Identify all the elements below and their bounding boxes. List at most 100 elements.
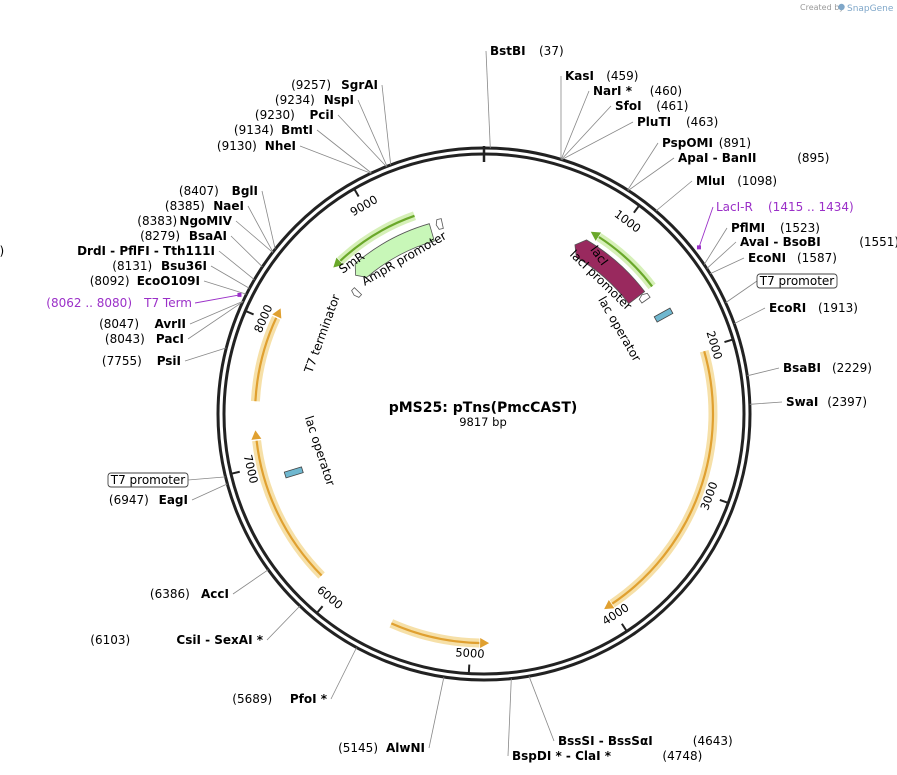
site-name: DrdI - PflFI - Tth111I: [77, 244, 215, 258]
tick-mark: [353, 188, 360, 198]
site-connector: [232, 569, 269, 595]
site-connector: [266, 605, 301, 641]
site-acci[interactable]: AccI(6386): [150, 569, 269, 601]
site-ngomiv[interactable]: NgoMIV(8383): [137, 214, 273, 253]
site-name: EcoNI: [748, 251, 786, 265]
site-kasi[interactable]: KasI(459): [560, 69, 638, 160]
site-bsu36i[interactable]: Bsu36I(8131): [112, 259, 250, 289]
snapgene-logo-icon: [838, 3, 845, 11]
site-name: EcoO109I: [137, 274, 200, 288]
boxed-feature-t7-promoter-right[interactable]: T7 promoter: [725, 273, 838, 304]
tick-label: 6000: [314, 583, 345, 613]
site-bgli[interactable]: BglI(8407): [179, 184, 276, 250]
site-connector: [627, 157, 675, 191]
site-eagi[interactable]: EagI(6947): [109, 483, 228, 507]
site-position: (8383): [137, 214, 177, 228]
tick-label: 1000: [612, 207, 644, 236]
site-position: (5689): [232, 692, 272, 706]
site-bspdi[interactable]: BspDI * - ClaI *(4748): [507, 678, 702, 763]
site-nari[interactable]: NarI *(460): [560, 84, 682, 160]
site-swai[interactable]: SwaI(2397): [749, 395, 867, 409]
primer-name: LacI-R: [716, 200, 753, 214]
feature-label-lac-operator-2: lac operator: [302, 414, 338, 488]
site-position: (7755): [102, 354, 142, 368]
site-position: (2229): [832, 361, 872, 375]
site-connector: [218, 250, 255, 281]
site-bsaai[interactable]: BsaAI(8279): [140, 229, 263, 268]
site-position: (461): [656, 99, 688, 113]
feature-smr: [354, 223, 435, 278]
site-ecoo109i[interactable]: EcoO109I (8092): [90, 274, 247, 295]
site-nspi[interactable]: NspI(9234): [275, 93, 388, 167]
site-econi[interactable]: EcoNI(1587): [709, 251, 837, 275]
box-frame: [756, 273, 838, 289]
site-sfoi[interactable]: SfoI(461): [561, 99, 688, 160]
tick-mark: [621, 623, 628, 632]
site-avrii[interactable]: AvrII(8047): [99, 300, 244, 331]
site-name: NaeI: [213, 199, 244, 213]
site-alwni[interactable]: AlwNI(5145): [338, 676, 445, 755]
tick-mark: [633, 204, 641, 214]
site-connector: [337, 114, 387, 167]
site-name: AlwNI: [386, 741, 425, 755]
site-position: (1098): [737, 174, 777, 188]
orf-arrow-smr: [333, 257, 344, 268]
site-psii[interactable]: PsiI(7755): [102, 347, 227, 368]
site-pspomi[interactable]: PspOMI(891): [627, 136, 751, 191]
tick-label: 5000: [455, 645, 485, 661]
site-connector: [191, 483, 228, 501]
site-position: (1551): [859, 235, 897, 249]
site-position: (1523): [780, 221, 820, 235]
site-connector: [709, 257, 745, 275]
site-name: NheI: [265, 139, 296, 153]
box-connector: [187, 476, 226, 481]
site-avai[interactable]: AvaI - BsoBI(1551): [706, 235, 897, 269]
site-position: (9230): [255, 108, 295, 122]
site-connector: [316, 129, 372, 174]
primer-mark: [237, 292, 242, 297]
site-name: NgoMIV: [179, 214, 232, 228]
boxed-feature-t7-promoter-left[interactable]: T7 promoter: [107, 472, 226, 488]
site-pluti[interactable]: PluTI(463): [561, 115, 719, 160]
site-ecori[interactable]: EcoRI(1913): [734, 301, 858, 325]
site-pfoi[interactable]: PfoI *(5689): [232, 647, 357, 707]
site-nhei[interactable]: NheI (9130): [217, 139, 371, 174]
site-name: BsaAI: [189, 229, 227, 243]
site-connector: [528, 676, 555, 742]
box-label: T7 promoter: [759, 274, 835, 288]
site-paci[interactable]: PacI(8043): [105, 301, 244, 346]
site-bstbi[interactable]: BstBI(37): [485, 44, 564, 149]
primer-range: (8062 .. 8080): [46, 296, 132, 310]
site-position: (9130): [217, 139, 257, 153]
orf-arrow-bottom: [480, 637, 490, 648]
site-connector: [189, 300, 244, 325]
feature-layer: [283, 218, 674, 479]
site-name: BmtI: [281, 123, 313, 137]
site-position: (8407): [179, 184, 219, 198]
site-position: (8092): [90, 274, 130, 288]
feature-label-t7-terminator: T7 terminator: [301, 292, 343, 375]
site-apai[interactable]: ApaI - BanII(895): [627, 151, 829, 191]
site-drdi[interactable]: DrdI - PflFI - Tth111I(8190): [0, 244, 255, 281]
site-name: AvrII: [154, 317, 186, 331]
site-pflmi[interactable]: PflMI(1523): [703, 221, 820, 265]
site-mlui[interactable]: MluI(1098): [655, 174, 777, 212]
primer-t7-term[interactable]: T7 Term(8062 .. 8080): [46, 292, 242, 310]
site-bsssi[interactable]: BssSI - BssSαI(4643): [528, 676, 733, 748]
site-sgrai[interactable]: SgrAI(9257): [291, 78, 392, 165]
site-position: (6386): [150, 587, 190, 601]
site-bsabi[interactable]: BsaBI(2229): [747, 361, 872, 377]
site-bmti[interactable]: BmtI(9134): [234, 123, 372, 174]
feature-lac-operator-2: [283, 466, 304, 479]
site-pcii[interactable]: PciI(9230): [255, 108, 387, 167]
primer-laci-r[interactable]: LacI-R(1415 .. 1434): [696, 200, 854, 250]
tick-mark: [316, 605, 324, 614]
site-naei[interactable]: NaeI(8385): [165, 199, 274, 253]
site-csii[interactable]: CsiI - SexAI *(6103): [90, 605, 301, 647]
orf-arrow-laci: [590, 231, 602, 241]
site-position: (459): [606, 69, 638, 83]
site-connector: [560, 90, 590, 160]
site-connector: [561, 105, 612, 160]
